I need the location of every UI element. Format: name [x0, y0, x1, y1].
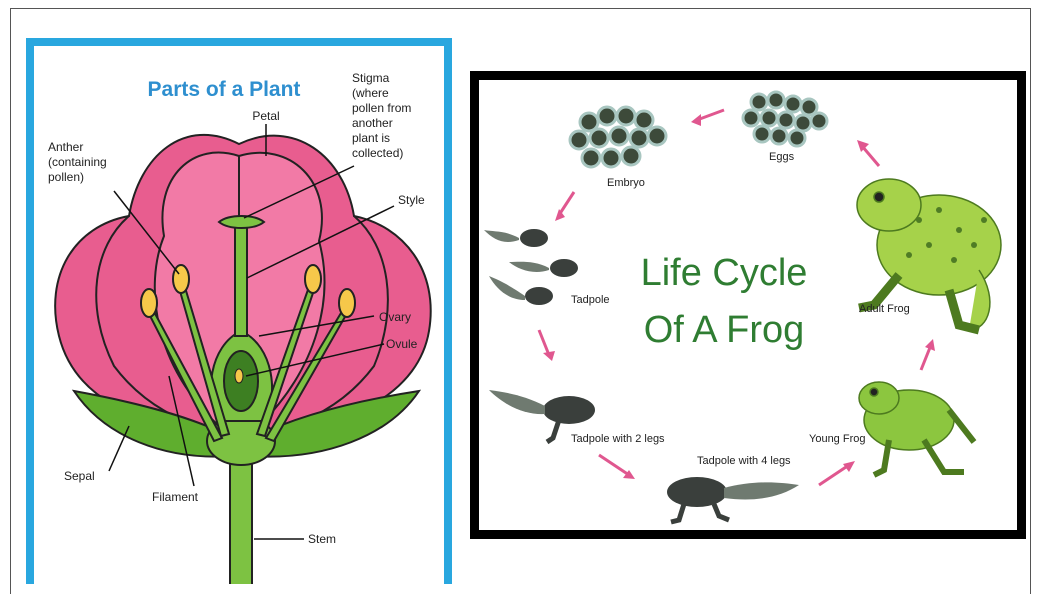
stigma-label-line: (where	[352, 86, 389, 100]
ovule-shape	[235, 369, 243, 383]
arrow-embryo-to-tadpole	[559, 192, 574, 215]
arrow-four-legs-to-young	[819, 465, 849, 485]
frog-title-line2: Of A Frog	[644, 309, 805, 351]
stigma-label-line: collected)	[352, 146, 403, 160]
arrow-eggs-to-embryo	[697, 110, 724, 120]
style-shape	[235, 226, 247, 336]
embryo-label: Embryo	[607, 177, 645, 189]
ovary-label: Ovary	[379, 310, 411, 324]
stigma-label-line: another	[352, 116, 393, 130]
plant-illustration: Parts of a Plant	[34, 46, 444, 584]
eggs-cluster	[743, 92, 827, 146]
filament-label: Filament	[152, 490, 199, 504]
frog-diagram: Life Cycle Of A Frog Eggs Embryo	[479, 80, 1017, 530]
frog-illustration: Life Cycle Of A Frog Eggs Embryo	[479, 80, 1017, 530]
anther-label-line: (containing	[48, 155, 107, 169]
eggs-label: Eggs	[769, 151, 795, 163]
arrow-tadpole-to-two-legs	[539, 330, 549, 355]
young-frog	[859, 382, 974, 475]
sepal-label: Sepal	[64, 469, 95, 483]
young-frog-label: Young Frog	[809, 433, 865, 445]
anther-label-line: pollen)	[48, 170, 84, 184]
stigma-label-line: Stigma	[352, 71, 390, 85]
tadpole-two-legs-label: Tadpole with 2 legs	[571, 433, 665, 445]
ovule-label: Ovule	[386, 337, 418, 351]
anther-label-line: Anther	[48, 140, 83, 154]
stem-shape	[230, 446, 252, 584]
petal-label: Petal	[252, 109, 279, 123]
arrow-adult-to-eggs	[862, 146, 879, 166]
arrow-two-legs-to-four-legs	[599, 455, 629, 475]
stem-label: Stem	[308, 532, 336, 546]
anther-label: Anther (containing pollen)	[48, 140, 107, 184]
style-label: Style	[398, 193, 425, 207]
plant-diagram: Parts of a Plant	[34, 46, 444, 584]
plant-diagram-panel: Parts of a Plant	[26, 38, 452, 584]
stigma-label-line: plant is	[352, 131, 390, 145]
tadpoles	[484, 229, 578, 305]
stigma-label-line: pollen from	[352, 101, 411, 115]
stigma-label: Stigma (where pollen from another plant …	[352, 71, 411, 160]
frog-diagram-panel: Life Cycle Of A Frog Eggs Embryo	[470, 71, 1026, 539]
plant-title: Parts of a Plant	[148, 78, 301, 101]
tadpole-label: Tadpole	[571, 294, 610, 306]
tadpole-four-legs-label: Tadpole with 4 legs	[697, 455, 791, 467]
adult-frog-label: Adult Frog	[859, 303, 910, 315]
stigma-shape	[219, 216, 264, 228]
tadpole-four-legs	[667, 477, 799, 522]
embryo-cluster	[570, 107, 666, 167]
frog-title-line1: Life Cycle	[641, 252, 808, 294]
